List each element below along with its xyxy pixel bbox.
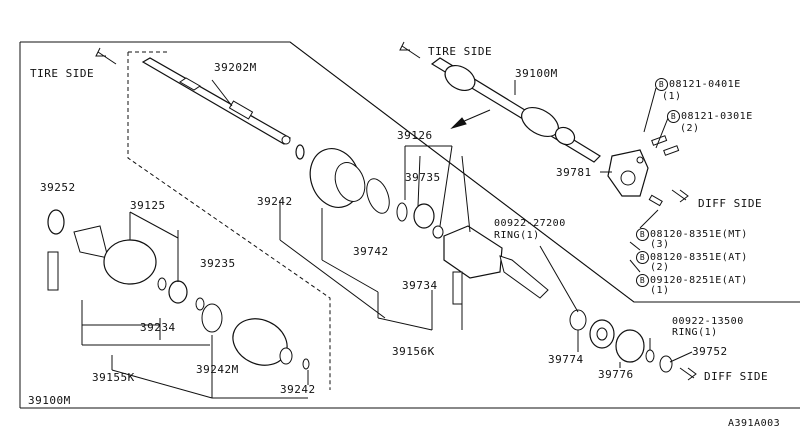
b-symbol: B bbox=[636, 228, 649, 241]
frame-outline bbox=[19, 41, 800, 409]
b-symbol: B bbox=[667, 110, 680, 123]
part-number-39734: 39734 bbox=[402, 279, 438, 292]
tire-side-label-left: TIRE SIDE bbox=[30, 67, 95, 80]
part-number-39752: 39752 bbox=[692, 345, 728, 358]
shaft-39202m bbox=[141, 57, 291, 145]
ring-callout-2-label: RING(1) bbox=[672, 327, 718, 338]
part-number-39774: 39774 bbox=[548, 353, 584, 366]
part-number-39234: 39234 bbox=[140, 321, 176, 334]
ring-callout-2-code: 00922-13500 bbox=[672, 316, 744, 327]
callout-b1-qty: (1) bbox=[662, 91, 682, 102]
leader-lines bbox=[81, 79, 693, 399]
part-number-39242m: 39242M bbox=[196, 363, 239, 376]
part-number-39156k: 39156K bbox=[392, 345, 435, 358]
b-symbol: B bbox=[636, 274, 649, 287]
part-number-39776: 39776 bbox=[598, 368, 634, 381]
part-number-39735: 39735 bbox=[405, 171, 441, 184]
b-symbol: B bbox=[636, 251, 649, 264]
part-number-39742: 39742 bbox=[353, 245, 389, 258]
part-number-39100m-top: 39100M bbox=[515, 67, 558, 80]
part-number-39126: 39126 bbox=[397, 129, 433, 142]
callout-b4-code: 08120-8351E(AT) bbox=[650, 252, 748, 263]
diff-side-label-upper: DIFF SIDE bbox=[698, 197, 763, 210]
part-number-39155k: 39155K bbox=[92, 371, 135, 384]
figure-id: A391A003 bbox=[728, 418, 781, 429]
boot-39242m bbox=[201, 303, 310, 370]
callout-b4-qty: (2) bbox=[650, 262, 670, 273]
joint-39125 bbox=[47, 209, 205, 311]
part-number-39235: 39235 bbox=[200, 257, 236, 270]
bearing-group bbox=[569, 309, 673, 373]
part-number-39242-lower: 39242 bbox=[280, 383, 316, 396]
part-number-39125: 39125 bbox=[130, 199, 166, 212]
ring-callout-1-label: RING(1) bbox=[494, 230, 540, 241]
callout-b2-code: 08121-0301E bbox=[681, 111, 753, 122]
callout-b3-code: 08120-8351E(MT) bbox=[650, 229, 748, 240]
b-symbol: B bbox=[655, 78, 668, 91]
part-number-39100m-bottom: 39100M bbox=[28, 394, 71, 407]
part-number-39202m: 39202M bbox=[214, 61, 257, 74]
bracket-39781 bbox=[607, 135, 680, 207]
diff-side-label-lower: DIFF SIDE bbox=[704, 370, 769, 383]
part-number-39252: 39252 bbox=[40, 181, 76, 194]
callout-b1-code: 08121-0401E bbox=[669, 79, 741, 90]
ring-callout-1-code: 00922-27200 bbox=[494, 218, 566, 229]
shaft-39100m-top bbox=[430, 57, 601, 163]
tire-side-label-right: TIRE SIDE bbox=[428, 45, 493, 58]
joint-39734 bbox=[443, 225, 549, 305]
boot-39126 bbox=[295, 144, 444, 239]
callout-b5-qty: (1) bbox=[650, 285, 670, 296]
direction-arrows bbox=[95, 41, 697, 381]
part-number-39242-upper: 39242 bbox=[257, 195, 293, 208]
dashed-subframe bbox=[127, 51, 331, 390]
callout-b5-code: 09120-8251E(AT) bbox=[650, 275, 748, 286]
callout-b3-qty: (3) bbox=[650, 239, 670, 250]
callout-b2-qty: (2) bbox=[680, 123, 700, 134]
part-number-39781: 39781 bbox=[556, 166, 592, 179]
